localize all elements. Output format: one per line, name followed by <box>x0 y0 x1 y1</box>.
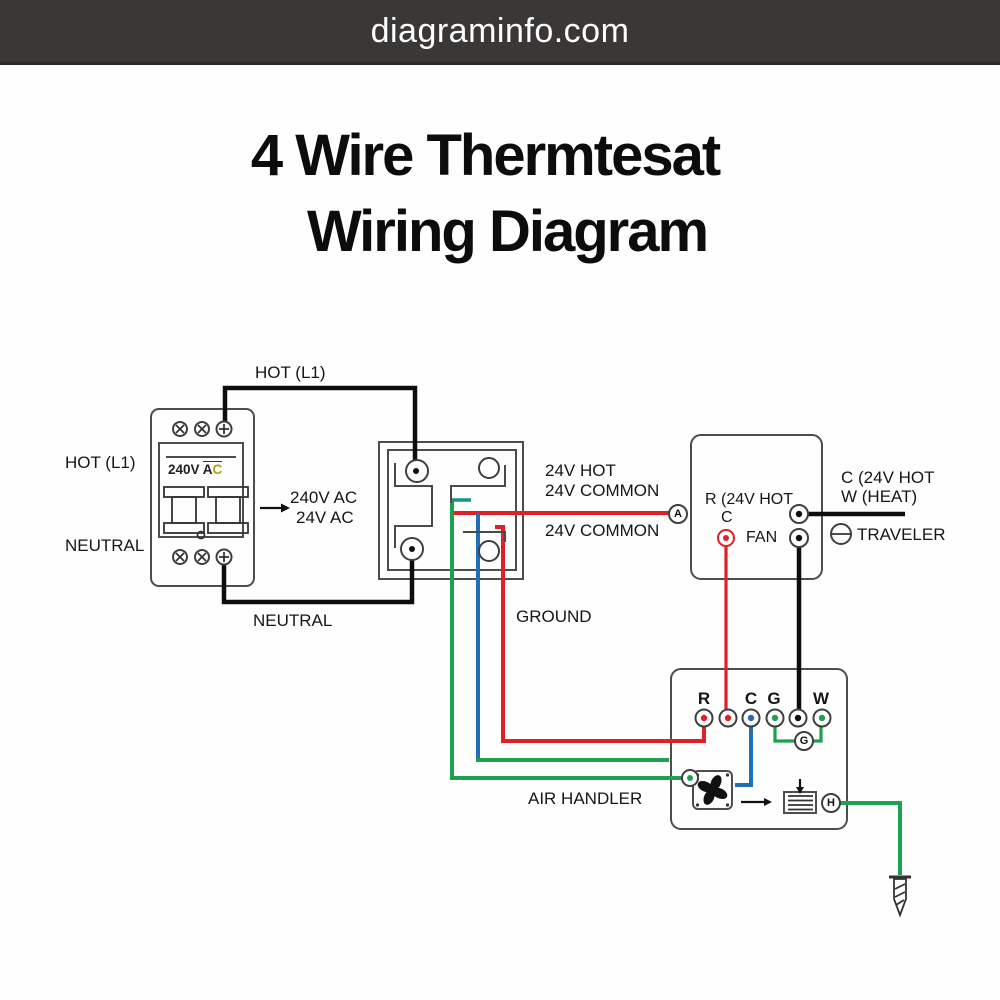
breaker-screws <box>172 420 233 566</box>
ah-label-r: R <box>697 689 711 708</box>
label-24v-common-2: 24V COMMON <box>545 521 660 540</box>
ground-screw-icon <box>889 875 911 918</box>
label-ground: GROUND <box>516 607 592 626</box>
screw-icon <box>194 549 210 565</box>
breaker-test-dot <box>196 530 206 540</box>
fan-box <box>692 770 733 810</box>
label-c-24v-hot: C (24V HOT <box>841 468 935 487</box>
label-24v-common-1: 24V COMMON <box>545 481 660 500</box>
diagram-title-line1: 4 Wire Thermtesat <box>250 123 721 188</box>
label-traveler: TRAVELER <box>857 525 946 544</box>
primary-winding-line <box>394 463 433 548</box>
transformer-terminal-br <box>478 540 500 562</box>
transformer-detail <box>394 457 506 562</box>
switch-bottom-flange <box>207 522 249 534</box>
air-handler-box <box>670 668 848 830</box>
blue-c-to-fan <box>735 725 753 787</box>
ah-terminal-r <box>694 708 714 728</box>
circuit-breaker-module <box>158 442 244 538</box>
thermostat-fan-terminal <box>789 528 809 548</box>
screw-icon <box>215 548 233 566</box>
green-jumper-right <box>813 725 823 743</box>
screw-icon <box>172 549 188 565</box>
circuit-breaker-panel <box>150 408 255 587</box>
heater-h-marker: H <box>821 793 841 813</box>
ah-terminal-5 <box>788 708 808 728</box>
label-w-heat: W (HEAT) <box>841 487 918 506</box>
transformer-terminal-tr <box>478 457 500 479</box>
hot-l1-wire-path <box>222 385 418 471</box>
neutral-wire-path <box>221 549 415 605</box>
blue-common-wire <box>476 513 753 787</box>
screw-icon <box>194 421 210 437</box>
switch-bottom-flange <box>163 522 205 534</box>
secondary-winding-line-bottom <box>463 531 506 542</box>
green-wire <box>450 498 902 875</box>
thermostat-label-c: C <box>721 509 733 526</box>
heater-coil-lines <box>788 795 813 811</box>
terminal-a-marker: A <box>668 504 688 524</box>
arrow-head <box>281 503 290 513</box>
thermostat-box <box>690 434 823 580</box>
switch-web <box>215 496 241 524</box>
site-name: diagraminfo.com <box>370 11 630 50</box>
site-banner: diagraminfo.com <box>0 0 1000 65</box>
traveler-screw-icon <box>830 523 852 545</box>
jumper-g-marker: G <box>794 731 814 751</box>
breaker-switch-right <box>207 486 249 534</box>
thermostat-terminals <box>717 504 809 548</box>
breaker-detail <box>163 420 249 566</box>
neutral-wire-bottom <box>221 549 415 605</box>
ah-label-g: G <box>767 689 781 708</box>
label-air-handler: AIR HANDLER <box>528 789 643 808</box>
label-hot-l1-left: HOT (L1) <box>65 453 136 472</box>
transformer-terminal-bl <box>400 537 424 561</box>
thermostat-label-r: R (24V HOT <box>705 491 794 508</box>
label-neutral-left: NEUTRAL <box>65 536 145 555</box>
transformer-terminal-tl <box>405 459 429 483</box>
heater-down-arrow-icon <box>796 779 804 794</box>
label-24v-hot: 24V HOT <box>545 461 616 480</box>
thermostat-c-terminal <box>717 529 735 547</box>
switch-top-flange <box>163 486 205 498</box>
breaker-switch-left <box>163 486 205 534</box>
ah-terminal-2 <box>718 708 738 728</box>
red-to-air-handler <box>495 525 706 743</box>
label-hot-l1-top: HOT (L1) <box>255 363 326 382</box>
switch-web <box>171 496 197 524</box>
ah-terminal-c <box>741 708 761 728</box>
green-jumper-left <box>773 725 795 743</box>
fan-green-terminal <box>681 769 699 787</box>
screw-icon <box>172 421 188 437</box>
label-neutral-bottom: NEUTRAL <box>253 611 333 630</box>
breaker-rating-voltage: 240V <box>168 462 200 477</box>
switch-top-flange <box>207 486 249 498</box>
ah-terminal-w <box>812 708 832 728</box>
ah-terminal-g <box>765 708 785 728</box>
hot-l1-wire-top <box>222 385 418 471</box>
breaker-rating-ac: AC <box>202 461 223 477</box>
fan-icon <box>695 773 730 807</box>
ah-label-w: W <box>812 689 830 708</box>
green-to-fan <box>450 499 683 780</box>
air-handler-terminals <box>694 708 832 728</box>
ah-label-c: C <box>744 689 758 708</box>
red-24v-hot-wire <box>454 511 728 743</box>
diagram-title-line2: Wiring Diagram <box>306 199 709 264</box>
green-ground-wire <box>839 801 902 875</box>
thermostat-label-fan: FAN <box>746 529 778 546</box>
label-24v-ac: 24V AC <box>296 508 354 527</box>
label-240v-ac: 240V AC <box>290 488 358 507</box>
breaker-rating: 240V AC <box>168 461 223 477</box>
ac-step-down-arrow <box>260 503 290 513</box>
thermostat-w-terminal <box>789 504 809 524</box>
screw-icon <box>215 420 233 438</box>
airflow-arrow-icon <box>741 798 772 806</box>
secondary-winding-line-top <box>450 465 506 503</box>
